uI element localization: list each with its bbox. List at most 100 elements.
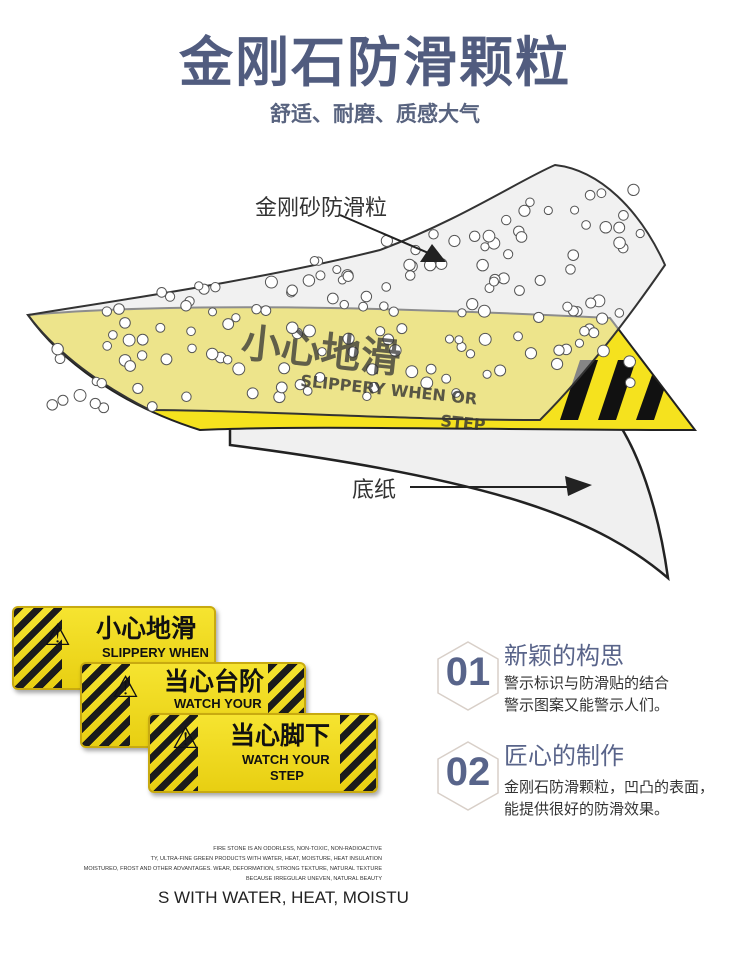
hazard-stripes	[150, 715, 198, 791]
grit-dot	[358, 301, 369, 312]
grit-dot	[514, 285, 525, 296]
grit-dot	[264, 275, 278, 289]
grit-dot	[382, 333, 395, 346]
grit-dot	[339, 299, 349, 310]
grit-dot	[286, 284, 298, 297]
grit-dot	[303, 324, 316, 338]
grit-dot	[478, 332, 492, 346]
grit-dot	[89, 397, 101, 410]
grit-dot	[518, 204, 531, 217]
grit-dot	[403, 258, 416, 272]
hazard-stripes	[82, 664, 130, 746]
grit-dot	[132, 382, 144, 394]
grit-dot	[444, 334, 455, 344]
grit-dot	[347, 346, 359, 358]
page-subtitle: 舒适、耐磨、质感大气	[270, 102, 480, 126]
grit-dot	[309, 255, 320, 266]
grit-dot	[368, 381, 380, 394]
grit-dot	[136, 333, 149, 346]
grit-dot	[441, 373, 452, 384]
grit-dot	[525, 197, 535, 207]
page-title: 金刚石防滑颗粒	[179, 31, 571, 94]
sign-en: SLIPPERY WHEN	[102, 645, 209, 660]
grit-dot	[302, 386, 313, 396]
grit-dot	[533, 311, 545, 324]
hazard-stripes	[340, 715, 376, 791]
grit-dot	[286, 321, 299, 335]
grit-dot	[396, 323, 408, 335]
grit-dot	[451, 388, 462, 398]
grit-dot	[623, 355, 636, 369]
grit-dot	[381, 282, 392, 292]
peeled-layer	[26, 163, 667, 422]
grit-dot	[488, 276, 499, 287]
grit-dot	[187, 343, 197, 354]
grit-dot	[524, 347, 538, 360]
grit-dot	[260, 305, 272, 316]
grit-dot	[186, 326, 196, 337]
grit-dot	[51, 342, 64, 356]
grit-dot	[596, 312, 609, 325]
grit-dot	[448, 234, 461, 248]
fine-print: FIRE STONE IS AN ODORLESS, NON-TOXIC, NO…	[213, 846, 382, 852]
grit-dot	[480, 242, 490, 252]
grit-dot	[314, 371, 326, 383]
grit-arrow	[339, 214, 441, 259]
grit-dot	[428, 229, 439, 240]
grit-dot	[388, 306, 399, 317]
grit-dot	[553, 344, 565, 356]
grit-dot	[388, 344, 402, 357]
sticker-en-text-2: STEP	[440, 411, 487, 435]
grit-dot	[96, 378, 107, 389]
sign-watch-step: ⚠ 当心脚下 WATCH YOUR STEP	[148, 713, 378, 793]
grit-dot	[515, 231, 528, 243]
sign-en-2: STEP	[270, 768, 304, 783]
grit-dot	[588, 327, 600, 339]
grit-dot	[294, 378, 306, 391]
grit-dot	[113, 303, 125, 315]
falling-person-icon: ⚠	[172, 721, 199, 756]
grit-dot	[73, 388, 87, 402]
grit-dot	[136, 350, 148, 361]
sign-cn: 小心地滑	[96, 614, 197, 643]
grit-dot	[581, 220, 591, 230]
grit-dot	[108, 330, 118, 340]
feature-title: 新颖的构思	[504, 642, 624, 670]
fine-print-large: S WITH WATER, HEAT, MOISTU	[158, 888, 409, 907]
grit-dot	[596, 188, 607, 199]
grit-dot	[222, 318, 235, 330]
grit-dot	[102, 341, 113, 351]
grit-dot	[599, 221, 613, 234]
feature-text: 警示图案又能警示人们。	[504, 696, 670, 714]
grit-dot	[420, 376, 434, 390]
grit-dot	[317, 347, 327, 357]
grit-dot	[302, 274, 316, 287]
grit-dot	[585, 297, 597, 309]
arrow-head-icon	[420, 244, 446, 262]
grit-dot	[635, 228, 645, 239]
grit-dot	[205, 347, 219, 361]
grit-dot	[476, 258, 489, 272]
grit-dot	[273, 390, 286, 404]
fine-print: TY, ULTRA-FINE GREEN PRODUCTS WITH WATER…	[150, 856, 382, 862]
grit-dot	[366, 363, 379, 376]
grit-dot	[565, 264, 576, 275]
falling-person-icon: ⚠	[112, 670, 139, 705]
grit-dot	[614, 308, 625, 318]
grit-dot	[627, 183, 640, 197]
hexagon-icon	[437, 641, 499, 711]
sticker-illustration: 小心地滑 SLIPPERY WHEN OR STEP	[26, 163, 698, 582]
feature-number: 01	[445, 650, 491, 694]
grit-dot	[567, 249, 580, 261]
grit-dot	[597, 344, 610, 358]
hazard-stripes	[560, 360, 664, 420]
sign-slippery: ⚠ 小心地滑 SLIPPERY WHEN	[12, 606, 216, 690]
grit-dot	[513, 331, 523, 342]
backing-label: 底纸	[352, 478, 397, 503]
fine-print: MOISTUREO, FROST AND OTHER ADVANTAGES. W…	[83, 866, 382, 872]
grit-dot	[562, 301, 573, 312]
grit-dot	[468, 230, 481, 242]
grit-dot	[124, 360, 136, 372]
feature-text: 能提供很好的防滑效果。	[504, 800, 670, 818]
sign-en: WATCH YOUR	[174, 696, 262, 711]
